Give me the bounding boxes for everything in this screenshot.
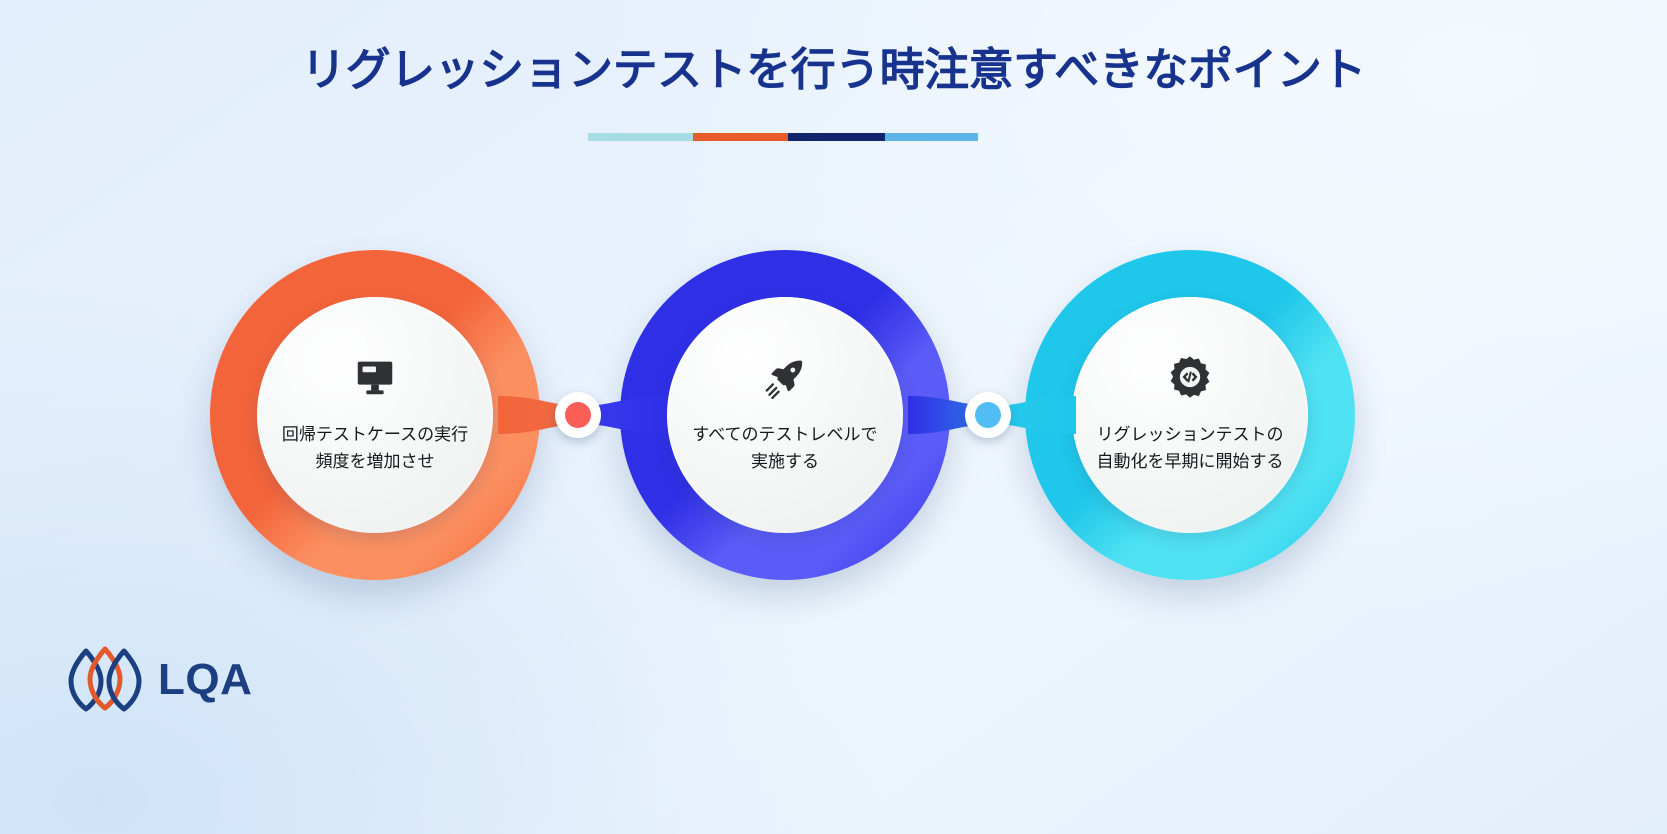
step-circle-3[interactable]: リグレッションテストの 自動化を早期に開始する [1025,250,1355,580]
lqa-logo[interactable]: LQA [66,645,252,715]
step-text-3: リグレッションテストの 自動化を早期に開始する [1096,425,1284,472]
gear-code-icon [1166,353,1214,401]
connector-dot-2-core [975,402,1001,428]
monitor-icon [351,353,399,401]
page-title: リグレッションテストを行う時注意すべきなポイント [301,44,1366,95]
step-card-3: リグレッションテストの 自動化を早期に開始する [1072,297,1308,533]
step-circle-1[interactable]: 回帰テストケースの実行 頻度を増加させ [210,250,540,580]
connector-dot-2[interactable] [965,392,1011,438]
step-text-1: 回帰テストケースの実行 頻度を増加させ [281,425,469,472]
connector-dot-1-core [565,402,591,428]
lqa-logo-text: LQA [158,655,253,704]
step-card-1: 回帰テストケースの実行 頻度を増加させ [257,297,493,533]
step-text-2: すべてのテストレベルで 実施する [692,425,878,472]
connector-dot-1[interactable] [555,392,601,438]
step-card-2: すべてのテストレベルで 実施する [667,297,903,533]
divider-segment-4 [885,133,978,141]
step-circle-2[interactable]: すべてのテストレベルで 実施する [620,250,950,580]
title-divider [588,133,978,141]
divider-segment-3 [788,133,885,141]
divider-segment-2 [693,133,788,141]
lqa-logo-mark-icon [68,646,142,712]
rocket-icon [761,353,809,401]
divider-segment-1 [588,133,693,141]
